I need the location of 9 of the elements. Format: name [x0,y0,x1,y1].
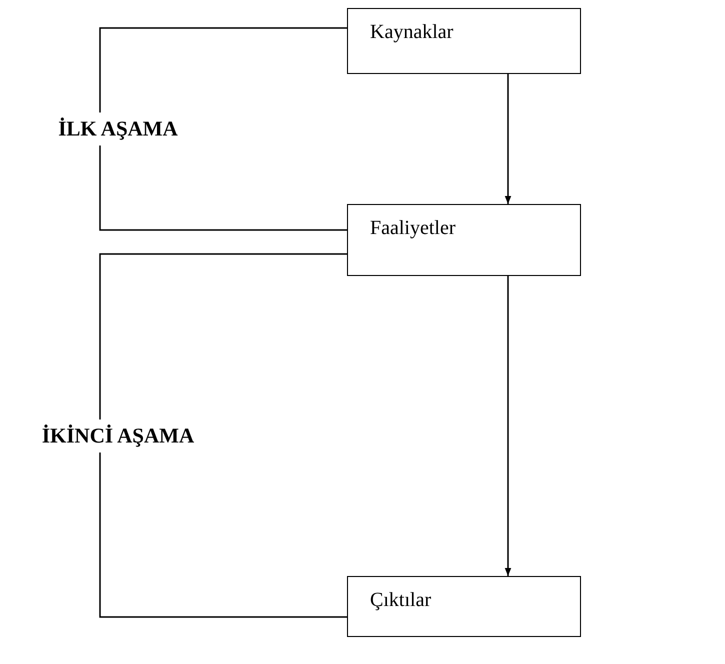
process-box: Kaynaklar [347,8,581,74]
edge-label: İLK AŞAMA [56,112,180,146]
edge-label: İKİNCİ AŞAMA [40,419,196,452]
connector-line [99,253,347,618]
process-box: Çıktılar [347,576,581,637]
arrow [504,74,512,204]
arrow [504,276,512,576]
connector-line [99,27,347,231]
process-box: Faaliyetler [347,204,581,276]
